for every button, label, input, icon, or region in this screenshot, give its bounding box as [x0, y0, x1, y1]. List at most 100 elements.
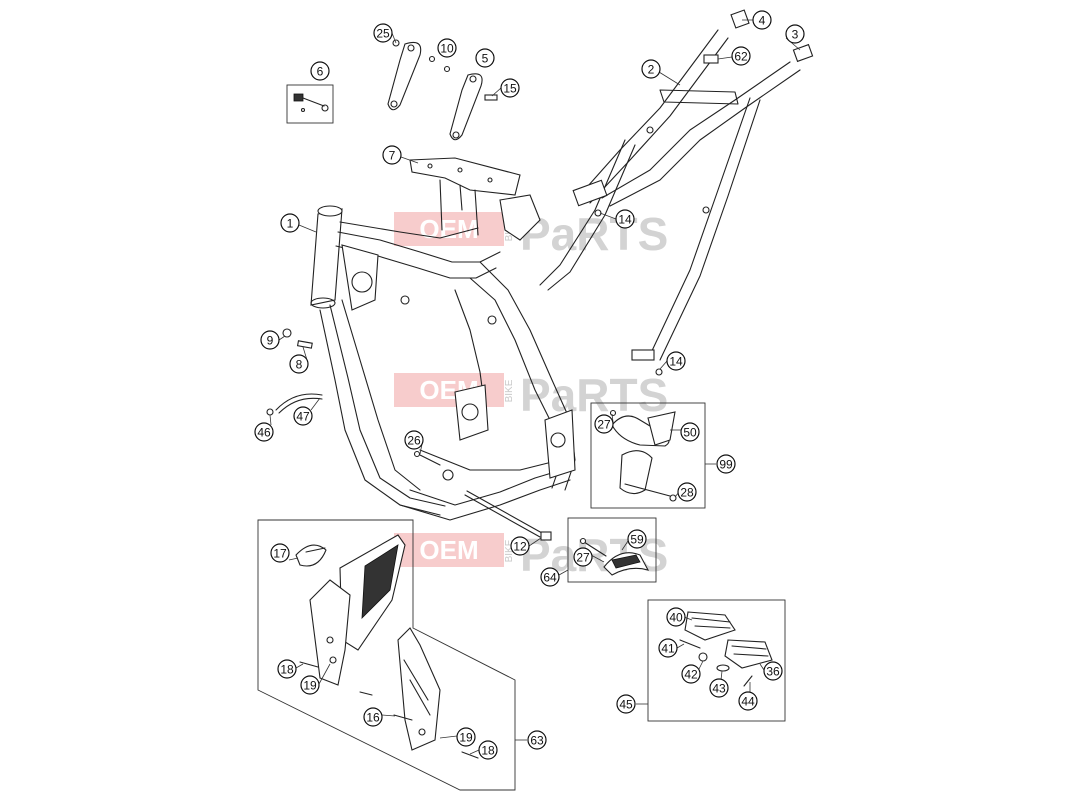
end-cap-4 — [730, 9, 750, 29]
callout-12: 12 — [510, 536, 530, 556]
svg-text:OEM: OEM — [419, 214, 478, 244]
callout-number: 44 — [741, 695, 755, 709]
group-box-99 — [590, 402, 716, 509]
footpeg-assembly-45 — [679, 611, 773, 687]
callout-circle — [540, 567, 560, 587]
callout-number: 8 — [296, 358, 303, 372]
callout-number: 45 — [619, 698, 633, 712]
callout-number: 9 — [267, 334, 274, 348]
callout-circle — [280, 213, 300, 233]
callout-27: 27 — [573, 547, 593, 567]
callout-8: 8 — [289, 354, 309, 374]
callout-circle — [594, 414, 614, 434]
callout-circle — [680, 422, 700, 442]
callout-27: 27 — [594, 414, 614, 434]
callout-circle — [658, 638, 678, 658]
callout-labels: 1234567891012141415161718181919252627272… — [254, 10, 805, 760]
callout-circle — [456, 727, 476, 747]
callout-circle — [404, 430, 424, 450]
callout-circle — [738, 691, 758, 711]
callout-26: 26 — [404, 430, 424, 450]
callout-59: 59 — [627, 529, 647, 549]
callout-circle — [785, 24, 805, 44]
bracket-assembly-99 — [609, 409, 677, 502]
watermark-middle: OEM BIKE PaRTS — [394, 369, 668, 421]
callout-circle — [363, 707, 383, 727]
callout-number: 99 — [719, 458, 733, 472]
callout-14: 14 — [666, 351, 686, 371]
callout-circle — [478, 740, 498, 760]
nut-9 — [282, 328, 292, 338]
callout-circle — [616, 694, 636, 714]
callout-circle — [666, 351, 686, 371]
callout-circle — [270, 543, 290, 563]
callout-64: 64 — [540, 567, 560, 587]
callout-circle — [289, 354, 309, 374]
callout-circle — [716, 454, 736, 474]
callout-circle — [573, 547, 593, 567]
washer-14-bottom — [655, 368, 663, 376]
callout-10: 10 — [437, 38, 457, 58]
group-box-45 — [636, 599, 786, 722]
callout-number: 10 — [440, 42, 454, 56]
bolt-26 — [413, 450, 441, 466]
callout-46: 46 — [254, 422, 274, 442]
callout-circle — [763, 661, 783, 681]
callout-number: 18 — [481, 744, 495, 758]
callout-number: 19 — [303, 679, 317, 693]
callout-number: 64 — [543, 571, 557, 585]
callout-circle — [731, 46, 751, 66]
leader-lines — [269, 19, 801, 755]
callout-2: 2 — [641, 59, 661, 79]
svg-text:PaRTS: PaRTS — [520, 369, 668, 421]
callout-44: 44 — [738, 691, 758, 711]
callout-circle — [300, 675, 320, 695]
callout-number: 6 — [317, 65, 324, 79]
callout-62: 62 — [731, 46, 751, 66]
callout-9: 9 — [260, 330, 280, 350]
callout-14: 14 — [615, 209, 635, 229]
callout-number: 14 — [669, 355, 683, 369]
callout-number: 43 — [712, 682, 726, 696]
callout-number: 26 — [407, 434, 421, 448]
callout-number: 63 — [530, 734, 544, 748]
callout-circle — [277, 659, 297, 679]
bracket-25 — [387, 39, 422, 111]
callout-42: 42 — [681, 664, 701, 684]
callout-number: 17 — [273, 547, 287, 561]
callout-circle — [475, 48, 495, 68]
callout-43: 43 — [709, 678, 729, 698]
cable-tie-17 — [295, 544, 327, 567]
callout-number: 12 — [513, 540, 527, 554]
callout-36: 36 — [763, 661, 783, 681]
callout-number: 25 — [376, 27, 390, 41]
bolt-62 — [703, 54, 719, 64]
callout-number: 41 — [661, 642, 675, 656]
callout-number: 1 — [287, 217, 294, 231]
callout-number: 5 — [482, 52, 489, 66]
callout-1: 1 — [280, 213, 300, 233]
callout-circle — [254, 422, 274, 442]
callout-circle — [437, 38, 457, 58]
callout-number: 4 — [759, 14, 766, 28]
callout-28: 28 — [677, 482, 697, 502]
callout-number: 2 — [648, 63, 655, 77]
callout-circle — [615, 209, 635, 229]
callout-47: 47 — [293, 406, 313, 426]
callout-number: 28 — [680, 486, 694, 500]
callout-circle — [709, 678, 729, 698]
group-box-63 — [257, 519, 527, 791]
callout-circle — [752, 10, 772, 30]
callout-number: 47 — [296, 410, 310, 424]
callout-number: 59 — [630, 533, 644, 547]
callout-circle — [373, 23, 393, 43]
callout-circle — [681, 664, 701, 684]
callout-number: 27 — [597, 418, 611, 432]
callout-17: 17 — [270, 543, 290, 563]
callout-circle — [641, 59, 661, 79]
callout-41: 41 — [658, 638, 678, 658]
subframe — [539, 29, 801, 361]
svg-text:BIKE: BIKE — [504, 379, 515, 402]
svg-text:BIKE: BIKE — [504, 539, 515, 562]
